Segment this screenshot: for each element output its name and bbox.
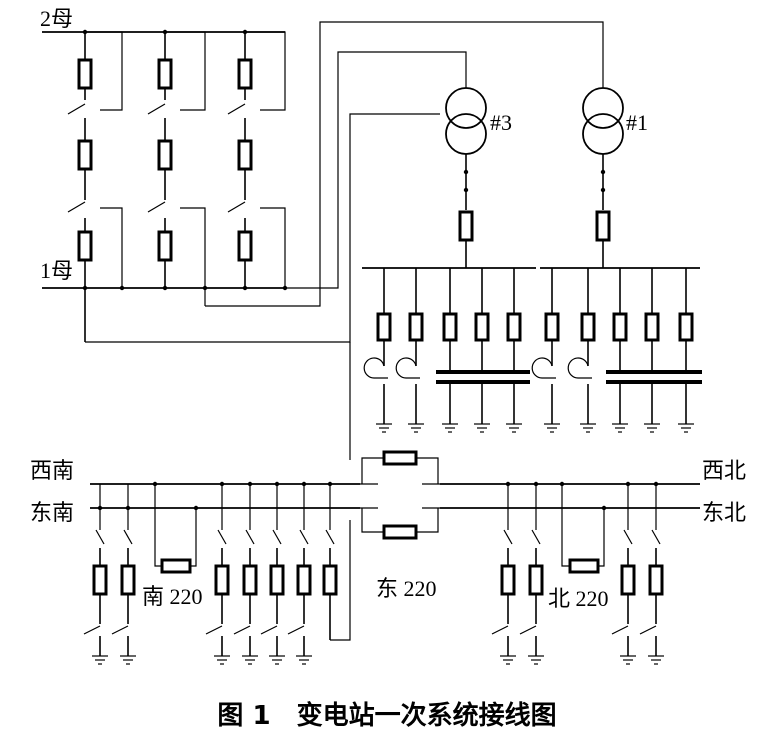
xibei-label: 西北 (702, 458, 746, 483)
bay-breakers (77, 58, 253, 262)
figure-caption: 图 1 变电站一次系统接线图 (217, 700, 556, 731)
breaker (157, 230, 173, 262)
bay-verticals (84, 31, 286, 342)
bottom-buses: 西南 东南 西北 东北 (30, 450, 746, 540)
connection-wires (85, 21, 604, 641)
double-bus-section: 2母 1母 (40, 6, 288, 342)
xinan-label: 西南 (30, 458, 74, 483)
breaker (237, 58, 253, 90)
transformer-1-label: #1 (626, 110, 648, 135)
breaker (237, 139, 253, 171)
nan220-label: 南 220 (142, 584, 203, 609)
breaker (157, 58, 173, 90)
breaker (77, 230, 93, 262)
lv-feeders (363, 268, 702, 433)
bottom-feeders: 南 220 (83, 481, 664, 665)
transformer-1: #1 (582, 87, 648, 268)
breaker (595, 210, 611, 242)
breaker (157, 139, 173, 171)
breaker (77, 139, 93, 171)
bus-2-label: 2母 (40, 6, 73, 31)
dongbei-label: 东北 (702, 500, 746, 525)
transformer-3: #3 (445, 87, 512, 268)
dongnan-label: 东南 (30, 500, 74, 525)
breaker (458, 210, 474, 242)
breaker (77, 58, 93, 90)
breaker (237, 230, 253, 262)
lv-bus-section (362, 267, 702, 433)
bei220-label: 北 220 (548, 586, 609, 611)
bus-1-label: 1母 (40, 258, 73, 283)
bay-switches (67, 103, 246, 213)
dong220-label: 东 220 (376, 576, 437, 601)
transformer-3-label: #3 (490, 110, 512, 135)
